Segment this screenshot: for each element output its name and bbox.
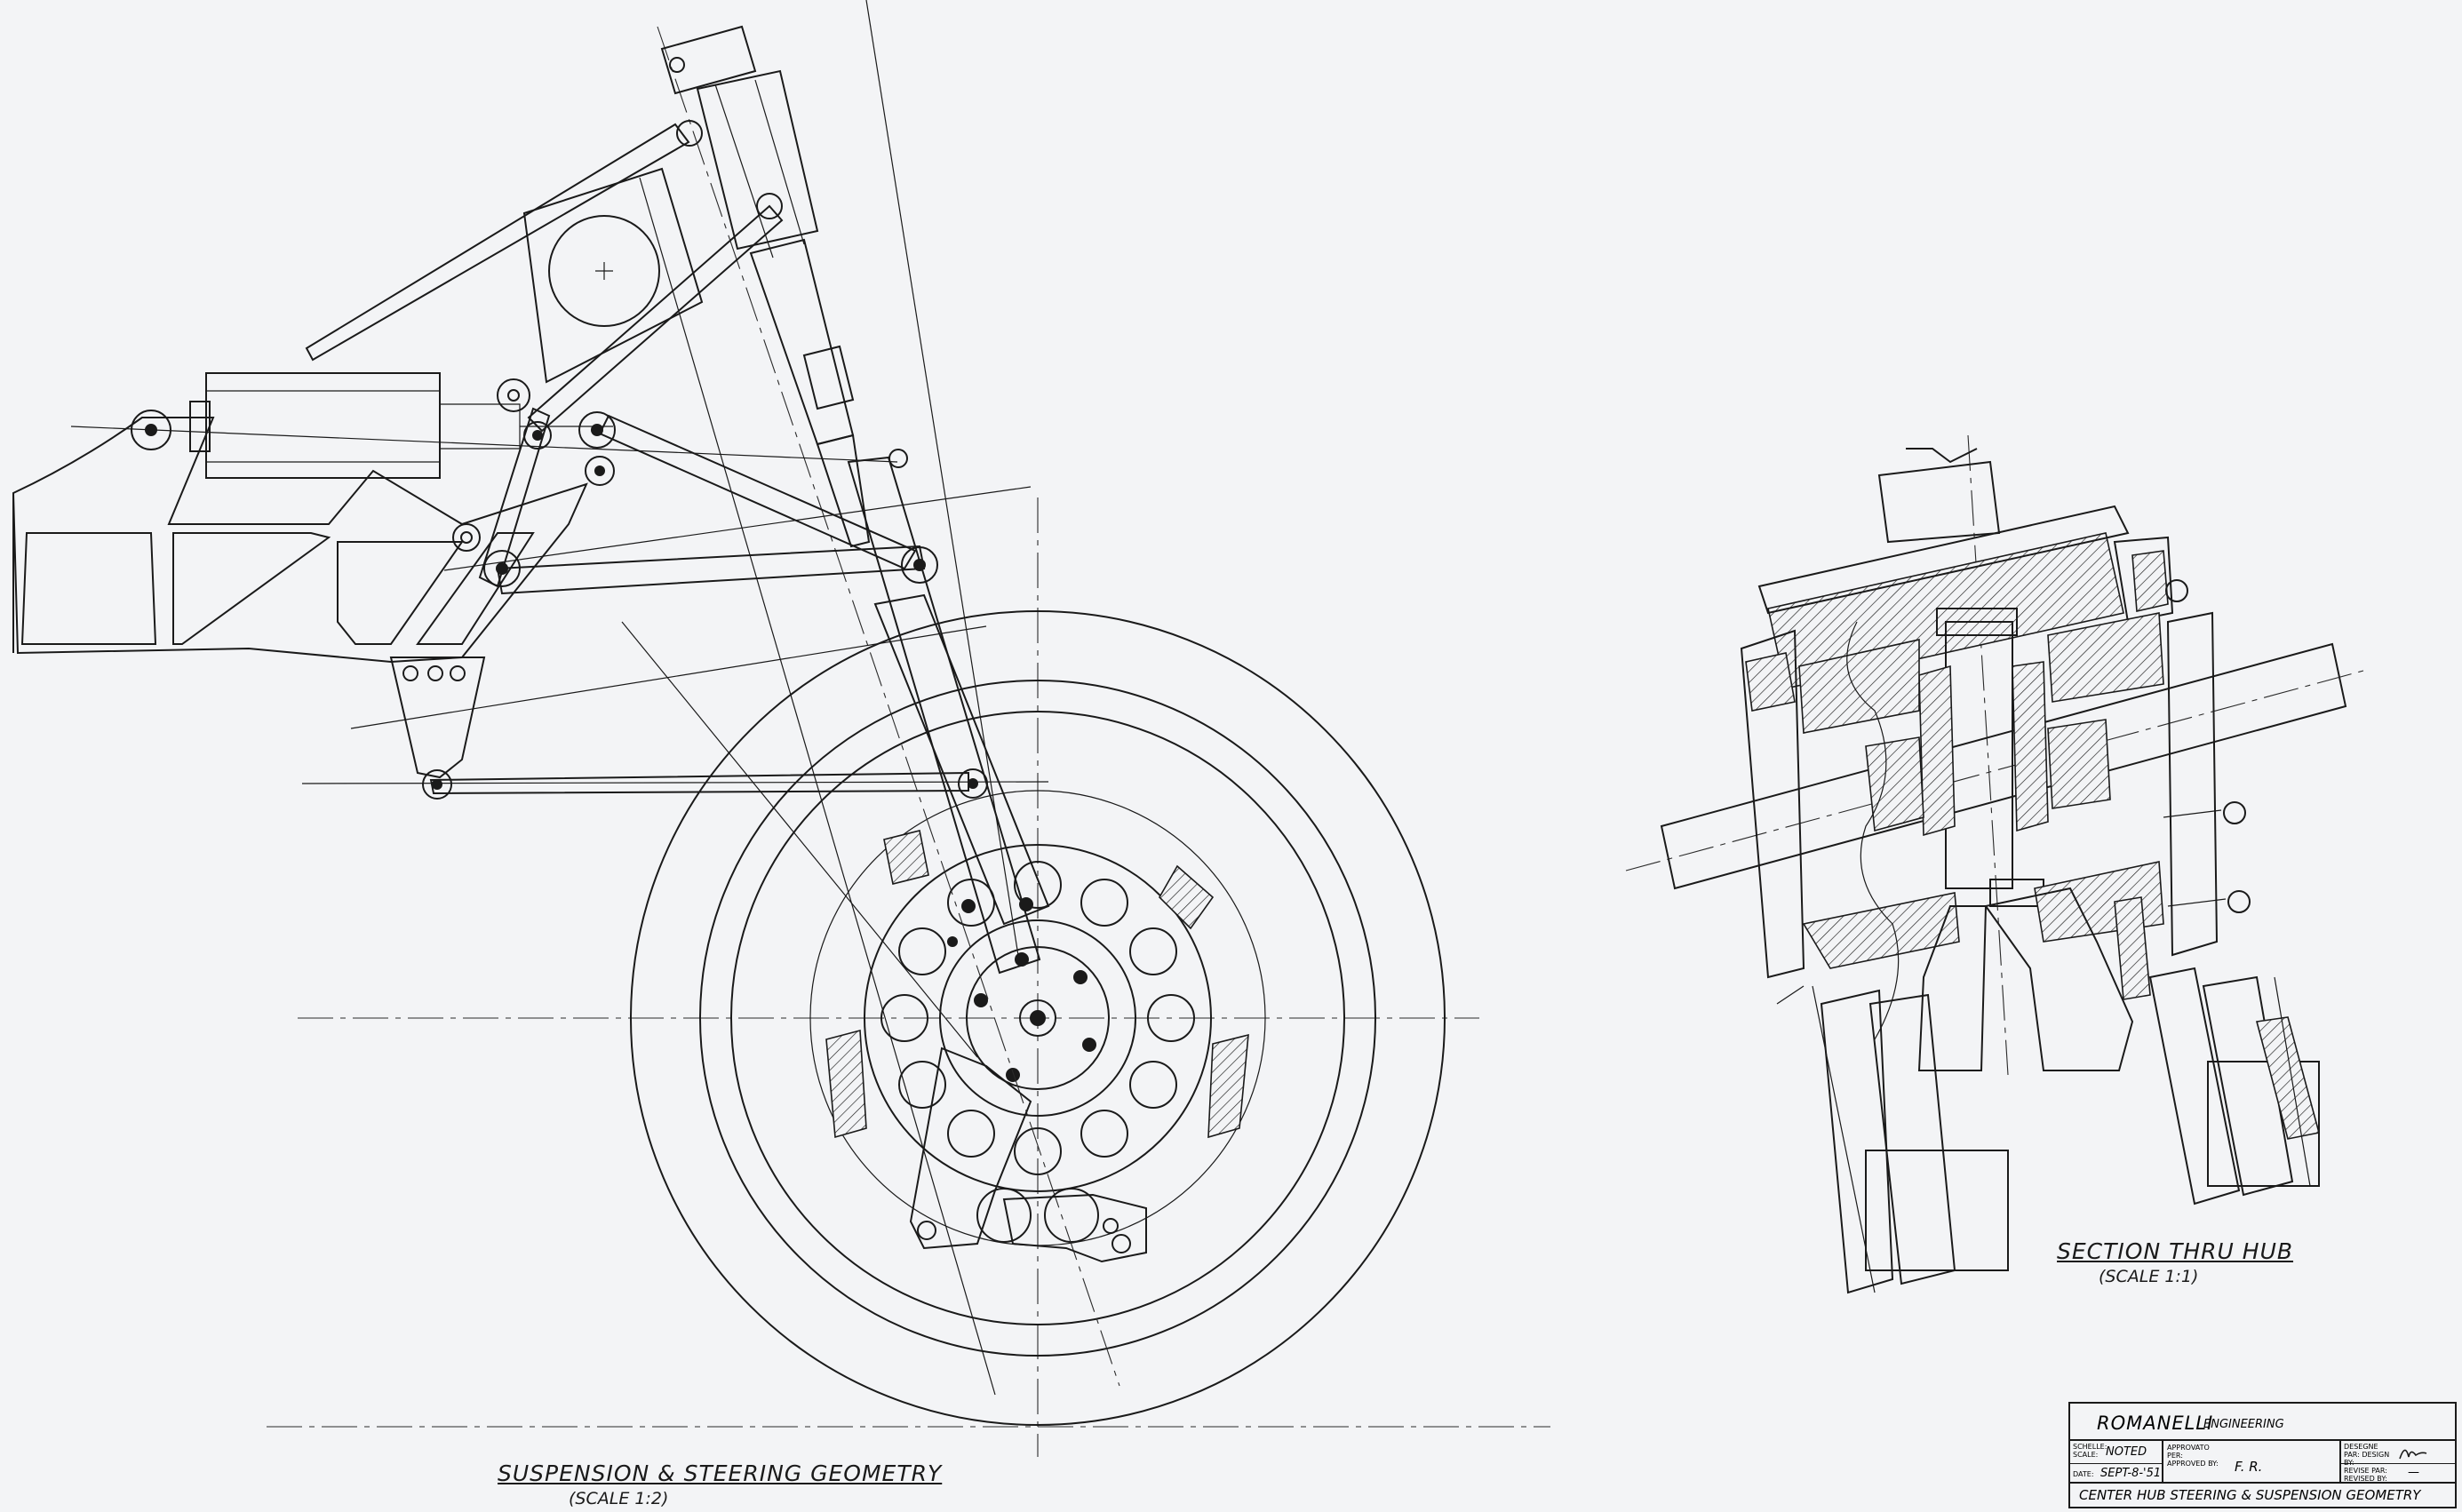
title-block: ROMANELLI ENGINEERING SCHELLE: SCALE: NO… [2068, 1402, 2457, 1508]
title-block-scale-cell: SCHELLE: SCALE: NOTED [2070, 1441, 2163, 1464]
suspension-caption: SUSPENSION & STEERING GEOMETRY [498, 1460, 943, 1486]
date-label: DATE: [2073, 1470, 2094, 1478]
hub-section-view [1626, 435, 2363, 1293]
designer-label: DESEGNE PAR: DESIGN BY: [2344, 1443, 2390, 1467]
brake-disc-holes [881, 862, 1194, 1242]
revised-label: REVISE PAR: REVISED BY: [2344, 1467, 2387, 1483]
suspension-scale-label: (SCALE 1:2) [569, 1489, 669, 1508]
front-wheel [631, 611, 1445, 1425]
approved-value: F. R. [2235, 1459, 2263, 1475]
title-block-revised-cell: REVISE PAR: REVISED BY: — [2341, 1464, 2455, 1484]
suspension-view [13, 0, 1550, 1457]
title-block-approved-cell: APPROVATO PER: APPROVED BY: F. R. [2163, 1441, 2341, 1484]
company-name: ROMANELLI [2097, 1413, 2214, 1434]
designer-signature-icon [2399, 1449, 2427, 1460]
approved-label: APPROVATO PER: APPROVED BY: [2167, 1444, 2219, 1468]
title-block-drawing-title-row: CENTER HUB STEERING & SUSPENSION GEOMETR… [2070, 1484, 2455, 1508]
steering-column [662, 27, 907, 546]
company-sub: ENGINEERING [2203, 1418, 2284, 1431]
revised-value: — [2408, 1466, 2419, 1479]
chassis-frame [13, 418, 586, 662]
drawing-title: CENTER HUB STEERING & SUSPENSION GEOMETR… [2079, 1487, 2421, 1503]
hub-caption: SECTION THRU HUB [2057, 1238, 2294, 1264]
shock-absorber [190, 373, 613, 478]
title-block-company-row: ROMANELLI ENGINEERING [2070, 1404, 2455, 1441]
title-block-designer-cell: DESEGNE PAR: DESIGN BY: [2341, 1441, 2455, 1467]
hub-scale-label: (SCALE 1:1) [2099, 1267, 2199, 1286]
title-block-date-cell: DATE: SEPT-8-'51 [2070, 1464, 2163, 1484]
scale-label: SCHELLE: SCALE: [2073, 1443, 2107, 1459]
scale-value: NOTED [2106, 1445, 2147, 1459]
pivot-joints [131, 379, 987, 799]
date-value: SEPT-8-'51 [2100, 1467, 2162, 1480]
